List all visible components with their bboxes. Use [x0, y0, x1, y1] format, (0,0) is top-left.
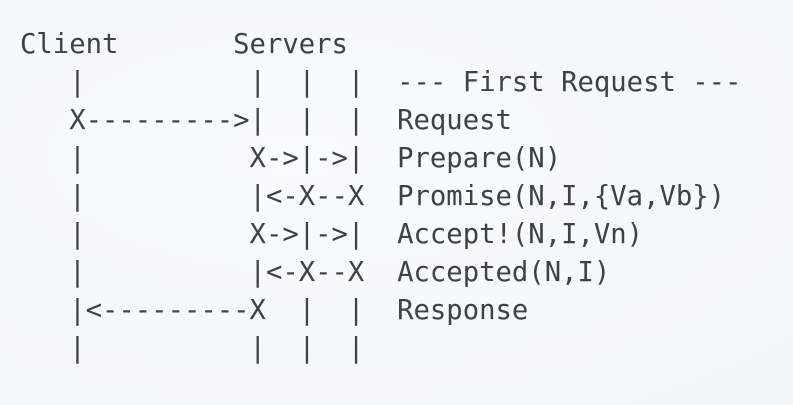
diagram-line-banner: | | | | --- First Request ---	[20, 67, 742, 98]
diagram-line-accepted: | |<-X--X Accepted(N,I)	[20, 257, 611, 288]
diagram-line-header: Client Servers	[20, 29, 348, 60]
diagram-line-response: |<---------X | | Response	[20, 295, 529, 326]
diagram-line-prepare: | X->|->| Prepare(N)	[20, 143, 562, 174]
diagram-line-accept: | X->|->| Accept!(N,I,Vn)	[20, 219, 644, 250]
diagram-line-tail: | | | |	[20, 333, 365, 364]
diagram-line-promise: | |<-X--X Promise(N,I,{Va,Vb})	[20, 181, 726, 212]
diagram-line-request: X--------->| | | Request	[20, 105, 512, 136]
paxos-ascii-sequence-diagram: Client Servers | | | | --- First Request…	[20, 26, 741, 368]
